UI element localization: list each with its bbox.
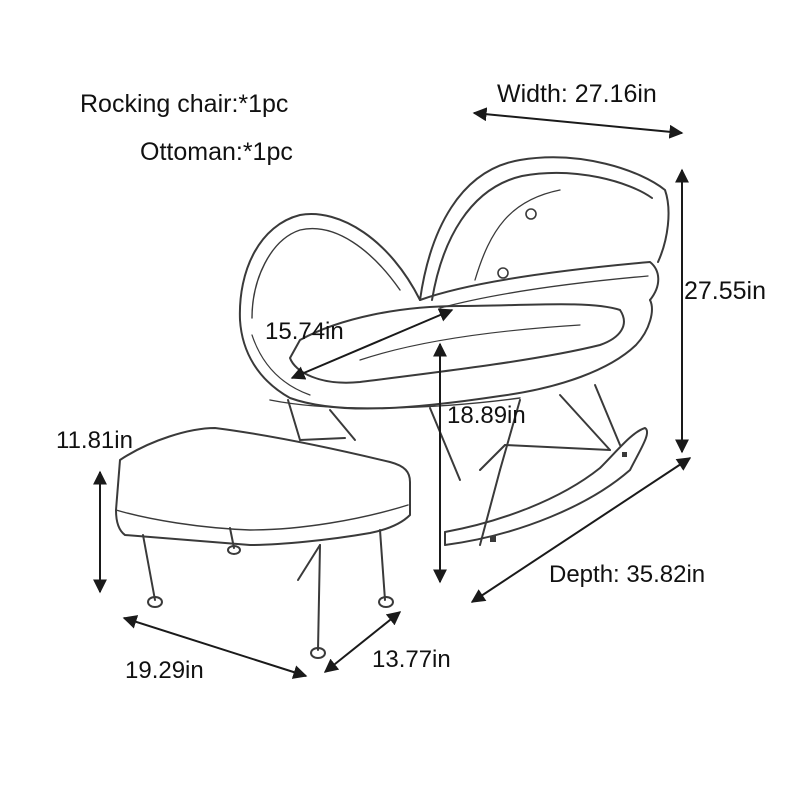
ottoman-illustration bbox=[115, 427, 411, 659]
seat-depth-label: 15.74in bbox=[265, 318, 344, 345]
ottoman-width-arrow bbox=[323, 611, 402, 673]
width-arrow bbox=[472, 107, 684, 139]
ottoman-width-label: 13.77in bbox=[372, 646, 451, 673]
height-label: 27.55in bbox=[684, 277, 767, 305]
dimension-arrows bbox=[93, 107, 692, 679]
depth-arrow bbox=[470, 457, 692, 603]
seat-depth-arrow bbox=[290, 308, 454, 380]
ottoman-length-label: 19.29in bbox=[125, 657, 204, 684]
rocking-chair-illustration bbox=[238, 156, 670, 546]
ottoman-length-arrow bbox=[122, 615, 308, 679]
width-label: Width: 27.16in bbox=[497, 80, 657, 108]
seat-height-label: 18.89in bbox=[447, 402, 526, 429]
depth-label: Depth: 35.82in bbox=[549, 561, 706, 588]
ottoman-quantity-label: Ottoman:*1pc bbox=[140, 138, 293, 166]
ottoman-height-label: 11.81in bbox=[56, 427, 133, 454]
rocking-chair-quantity-label: Rocking chair:*1pc bbox=[80, 90, 289, 118]
